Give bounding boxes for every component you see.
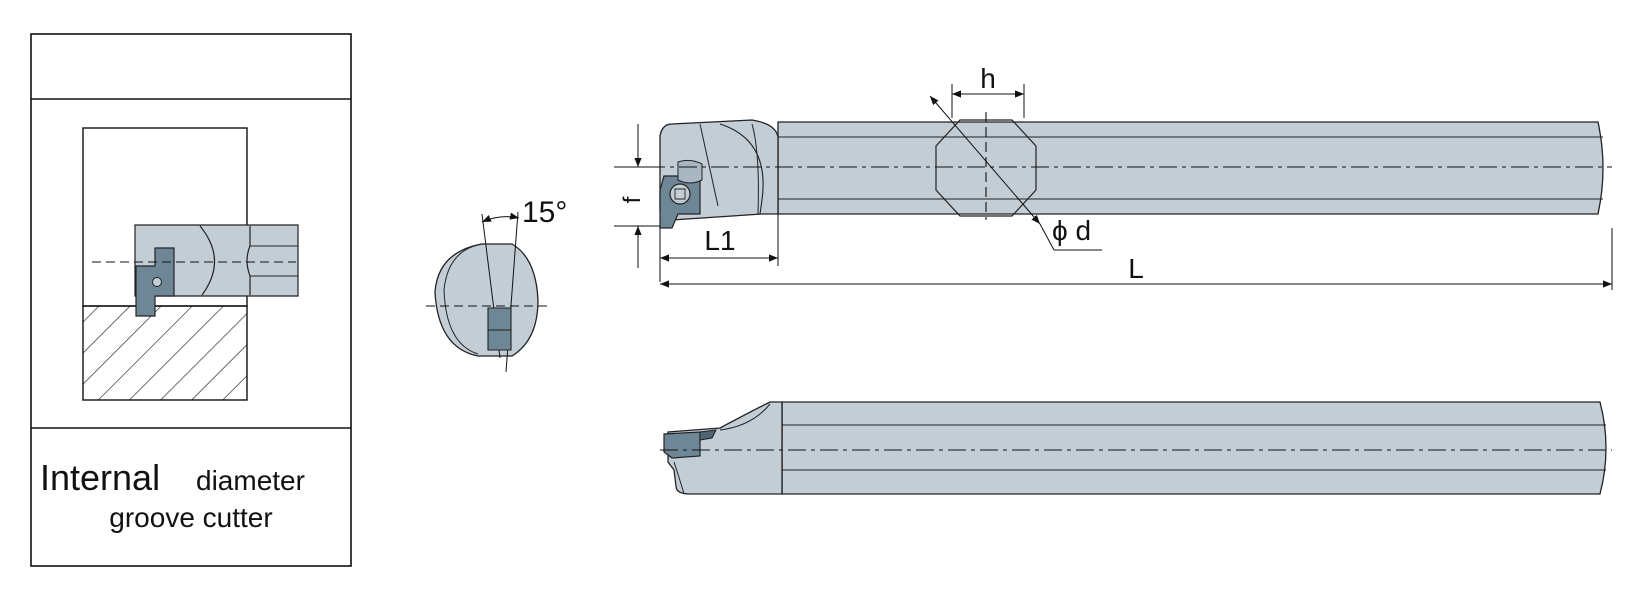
insert-side: [663, 431, 701, 459]
legend-panel: Internal diameter groove cutter: [30, 33, 352, 567]
shank-top: [777, 121, 1604, 215]
tool-top-view: [615, 112, 1612, 229]
dim-h-label: h: [980, 63, 996, 94]
dim-phi-d: ϕ d: [929, 95, 1102, 251]
legend-caption-small: diameter: [196, 465, 305, 496]
dim-L: L: [660, 228, 1613, 290]
dim-h: h: [951, 63, 1025, 118]
workpiece-hatched: [82, 305, 248, 401]
legend-tool-icon: [92, 224, 299, 317]
screw-icon: [669, 183, 691, 205]
dim-f: f: [614, 124, 664, 268]
angle-label: 15°: [522, 196, 567, 229]
end-view: 15°: [426, 196, 567, 373]
legend-frame: [30, 33, 352, 567]
legend-caption-large: Internal: [40, 457, 160, 498]
dim-L1-label: L1: [704, 225, 735, 256]
dim-f-label: f: [619, 196, 646, 203]
dim-phi-d-label: ϕ d: [1052, 215, 1091, 246]
head-side: [667, 401, 783, 495]
dim-L-label: L: [1128, 253, 1144, 284]
tool-side-view: [660, 401, 1612, 495]
shank-side: [781, 401, 1607, 495]
legend-caption-line2: groove cutter: [109, 502, 272, 533]
dim-L1: L1: [659, 214, 779, 282]
